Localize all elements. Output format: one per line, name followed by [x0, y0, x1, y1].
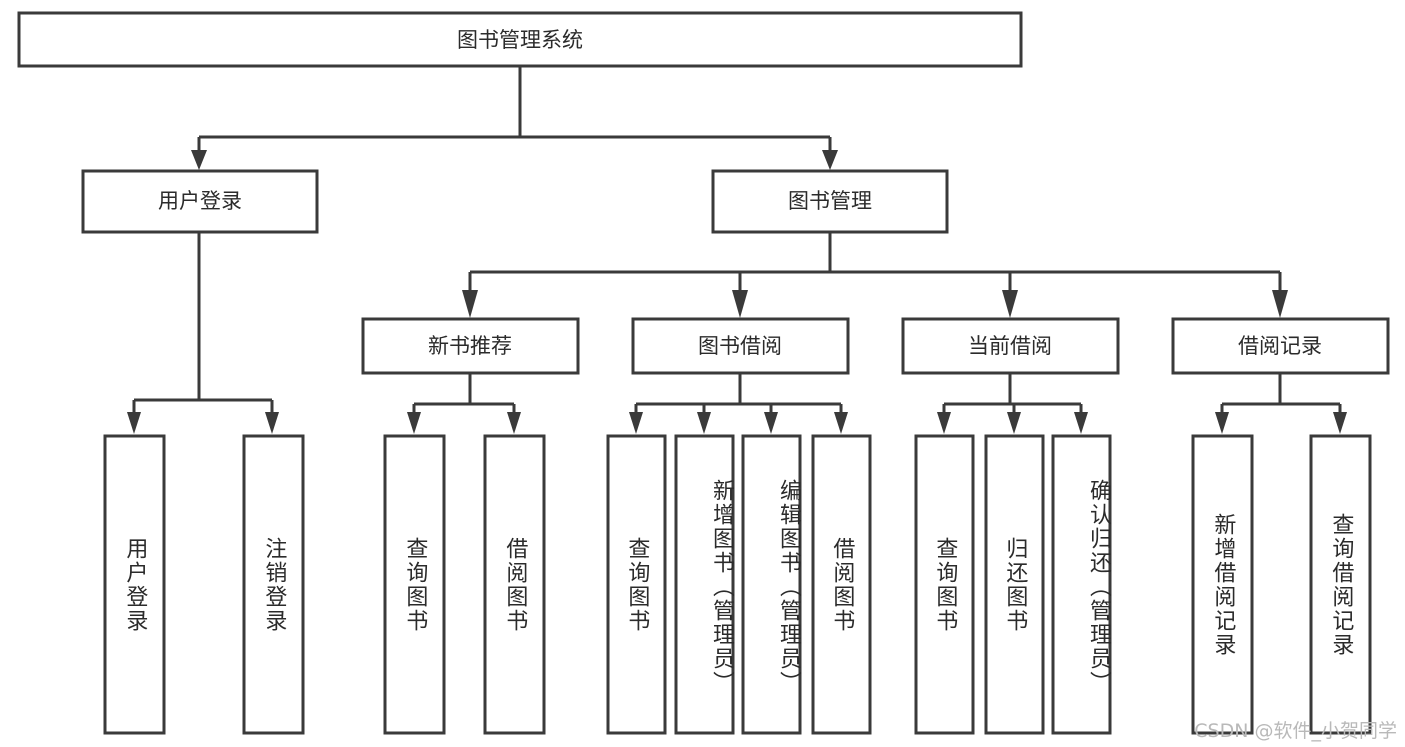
- node-borrow-record-label: 借阅记录: [1238, 334, 1322, 358]
- node-book-borrow-box[interactable]: [631, 317, 850, 375]
- node-root[interactable]: 图书管理系统: [17, 11, 1023, 68]
- leaf-box-layer: [103, 434, 1372, 735]
- node-leaf-add-book-box[interactable]: [674, 434, 735, 735]
- connector-layer: [127, 66, 1347, 434]
- arrow-head-leaf-query-book-1: [407, 412, 421, 434]
- arrow-head-leaf-query-book-3: [937, 412, 951, 434]
- node-new-book-rec[interactable]: 新书推荐: [361, 317, 580, 375]
- arrow-head-leaf-borrow-book-2: [834, 412, 848, 434]
- arrow-head-current-borrow: [1002, 290, 1018, 318]
- node-user-login[interactable]: 用户登录: [81, 169, 319, 234]
- arrow-head-leaf-add-record: [1215, 412, 1229, 434]
- node-book-manage-box[interactable]: [711, 169, 949, 234]
- node-leaf-query-record-box[interactable]: [1309, 434, 1372, 735]
- node-current-borrow-label: 当前借阅: [968, 334, 1052, 358]
- node-leaf-return-book-box[interactable]: [984, 434, 1045, 735]
- node-leaf-add-record-box[interactable]: [1191, 434, 1254, 735]
- arrow-head-book-borrow: [732, 290, 748, 318]
- node-book-manage[interactable]: 图书管理: [711, 169, 949, 234]
- arrow-head-leaf-borrow-book-1: [507, 412, 521, 434]
- arrow-head-leaf-return-book: [1007, 412, 1021, 434]
- node-leaf-user-login-box[interactable]: [103, 434, 166, 735]
- node-leaf-borrow-book-2-box[interactable]: [811, 434, 872, 735]
- node-root-label: 图书管理系统: [457, 28, 583, 52]
- node-leaf-borrow-book-1-box[interactable]: [483, 434, 546, 735]
- node-user-login-label: 用户登录: [158, 189, 242, 213]
- arrow-head-new-book-rec: [462, 290, 478, 318]
- node-new-book-rec-box[interactable]: [361, 317, 580, 375]
- node-book-borrow-label: 图书借阅: [698, 334, 782, 358]
- node-leaf-query-book-3-box[interactable]: [914, 434, 975, 735]
- arrow-head-leaf-query-book-2: [629, 412, 643, 434]
- node-leaf-query-book-2-box[interactable]: [606, 434, 667, 735]
- node-leaf-query-book-1-box[interactable]: [383, 434, 446, 735]
- node-borrow-record[interactable]: 借阅记录: [1171, 317, 1390, 375]
- arrow-head-leaf-logout: [265, 412, 279, 434]
- node-leaf-confirm-return-box[interactable]: [1051, 434, 1112, 735]
- arrow-head-book-manage: [822, 150, 838, 170]
- node-current-borrow[interactable]: 当前借阅: [901, 317, 1120, 375]
- node-leaf-logout-box[interactable]: [242, 434, 305, 735]
- arrow-head-leaf-confirm-return: [1074, 412, 1088, 434]
- node-user-login-box[interactable]: [81, 169, 319, 234]
- arrow-head-leaf-query-record: [1333, 412, 1347, 434]
- node-book-manage-label: 图书管理: [788, 189, 872, 213]
- arrow-head-leaf-user-login: [127, 412, 141, 434]
- node-leaf-edit-book-box[interactable]: [741, 434, 802, 735]
- node-book-borrow[interactable]: 图书借阅: [631, 317, 850, 375]
- node-current-borrow-box[interactable]: [901, 317, 1120, 375]
- arrow-head-borrow-record: [1272, 290, 1288, 318]
- node-new-book-rec-label: 新书推荐: [428, 334, 512, 358]
- arrow-head-leaf-edit-book: [764, 412, 778, 434]
- watermark-text: CSDN @软件_小贺同学: [1194, 720, 1397, 742]
- arrow-head-user-login: [191, 150, 207, 170]
- node-borrow-record-box[interactable]: [1171, 317, 1390, 375]
- node-root-box[interactable]: [17, 11, 1023, 68]
- arrow-head-leaf-add-book: [697, 412, 711, 434]
